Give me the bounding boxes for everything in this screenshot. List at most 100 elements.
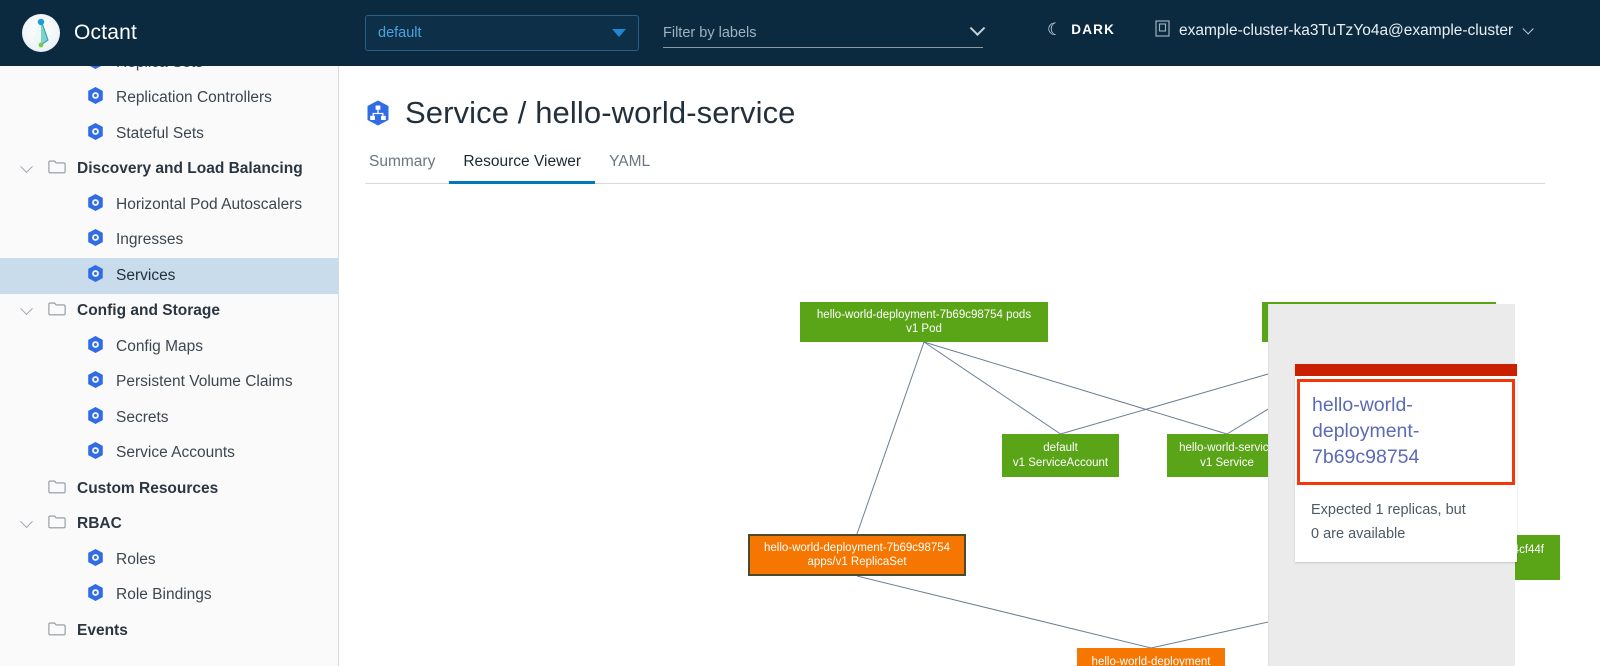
sidebar-item-label: Config and Storage — [77, 302, 220, 320]
graph-node-deploy[interactable]: hello-world-deploymentapps/v1 Deployment — [1077, 648, 1225, 666]
sidebar-item-events[interactable]: Events — [0, 613, 338, 649]
detail-body: Expected 1 replicas, but 0 are available — [1295, 485, 1517, 562]
tab-summary[interactable]: Summary — [369, 153, 436, 170]
tab-bar: Summary Resource Viewer YAML — [365, 152, 1545, 184]
tab-yaml[interactable]: YAML — [609, 153, 651, 170]
sidebar-item-label: Events — [77, 621, 128, 639]
detail-status-line-1: Expected 1 replicas, but — [1311, 502, 1466, 518]
sidebar-item-discovery-and-load-balancing[interactable]: Discovery and Load Balancing — [0, 152, 338, 188]
tab-resource-viewer[interactable]: Resource Viewer — [449, 153, 596, 184]
sidebar-item-label: Config Maps — [116, 337, 204, 355]
folder-icon — [48, 301, 77, 321]
k8s-replicaset-icon — [86, 66, 116, 75]
chevron-down-icon[interactable] — [20, 160, 33, 173]
sidebar-item-label: RBAC — [77, 515, 122, 533]
resource-graph: hello-world-deployment-7b69c98754 pods v1… — [339, 185, 1600, 666]
namespace-value: default — [378, 25, 422, 41]
chevron-down-icon — [969, 20, 986, 37]
folder-icon — [48, 514, 77, 534]
k8s-statefulset-icon — [86, 122, 116, 146]
brand[interactable]: Octant — [22, 14, 137, 52]
chevron-down-icon[interactable] — [20, 515, 33, 528]
chevron-down-icon[interactable] — [20, 302, 33, 315]
graph-node-rs1[interactable]: hello-world-deployment-7b69c98754 apps/v1… — [748, 534, 966, 576]
graph-node-name: hello-world-deployment-7b69c98754 — [763, 541, 951, 554]
sidebar-item-ingresses[interactable]: Ingresses — [0, 223, 338, 259]
sidebar-item-rbac[interactable]: RBAC — [0, 507, 338, 543]
sidebar-item-label: Persistent Volume Claims — [116, 373, 293, 391]
label-filter-placeholder: Filter by labels — [663, 24, 757, 41]
detail-title-box: hello-world-deployment-7b69c98754 — [1297, 379, 1515, 485]
sidebar-item-label: Discovery and Load Balancing — [77, 160, 303, 178]
sidebar-item-persistent-volume-claims[interactable]: Persistent Volume Claims — [0, 365, 338, 401]
sidebar-item-custom-resources[interactable]: Custom Resources — [0, 471, 338, 507]
sidebar-item-config-maps[interactable]: Config Maps — [0, 329, 338, 365]
error-status-bar — [1295, 364, 1517, 376]
sidebar-item-role-bindings[interactable]: Role Bindings — [0, 578, 338, 614]
caret-down-icon — [612, 29, 626, 37]
main-content: Service / hello-world-service Summary Re… — [339, 66, 1600, 666]
moon-icon: ☾ — [1047, 20, 1063, 39]
sidebar-item-stateful-sets[interactable]: Stateful Sets — [0, 116, 338, 152]
label-filter-input[interactable]: Filter by labels — [663, 18, 986, 48]
graph-edge — [923, 341, 1228, 435]
graph-node-name: hello-world-deployment-7b69c98754 pods — [816, 308, 1032, 321]
folder-icon — [48, 621, 77, 641]
detail-panel: hello-world-deployment-7b69c98754 Expect… — [1268, 304, 1517, 666]
graph-node-kind: v1 ServiceAccount — [1012, 456, 1109, 469]
graph-node-kind: v1 Pod — [906, 323, 942, 335]
octant-logo — [22, 14, 60, 52]
sidebar-item-service-accounts[interactable]: Service Accounts — [0, 436, 338, 472]
sidebar-item-label: Service Accounts — [116, 444, 235, 462]
sidebar-item-replica-sets[interactable]: Replica Sets — [0, 66, 338, 81]
sidebar-item-replication-controllers[interactable]: Replication Controllers — [0, 81, 338, 117]
page-title: Service / hello-world-service — [364, 95, 1600, 131]
graph-edge — [923, 341, 1061, 435]
k8s-ingress-icon — [86, 228, 116, 252]
namespace-select[interactable]: default — [365, 15, 639, 51]
k8s-service-icon — [364, 99, 392, 127]
cluster-name: example-cluster-ka3TuTzYo4a@example-clus… — [1179, 22, 1514, 39]
graph-node-name: default — [1043, 442, 1078, 454]
graph-node-pod1[interactable]: hello-world-deployment-7b69c98754 pods v1… — [800, 302, 1048, 342]
sidebar-item-label: Custom Resources — [77, 479, 219, 497]
folder-icon — [48, 479, 77, 499]
detail-title-link[interactable]: hello-world-deployment-7b69c98754 — [1312, 394, 1420, 468]
k8s-rolebinding-icon — [86, 583, 116, 607]
cluster-selector[interactable]: example-cluster-ka3TuTzYo4a@example-clus… — [1155, 20, 1534, 42]
detail-status-line-2: 0 are available — [1311, 526, 1406, 542]
k8s-replicationcontroller-icon — [86, 86, 116, 110]
graph-node-sa[interactable]: default v1 ServiceAccount — [1002, 434, 1119, 477]
sidebar-item-label: Ingresses — [116, 231, 184, 249]
brand-name: Octant — [74, 21, 138, 44]
graph-node-kind: v1 Service — [1200, 456, 1254, 469]
k8s-service-icon — [86, 264, 116, 288]
sidebar-item-label: Role Bindings — [116, 586, 212, 604]
detail-card: hello-world-deployment-7b69c98754 Expect… — [1295, 364, 1517, 562]
k8s-role-icon — [86, 548, 116, 572]
folder-icon — [48, 159, 77, 179]
k8s-serviceaccount-icon — [86, 441, 116, 465]
sidebar-item-label: Replication Controllers — [116, 89, 272, 107]
k8s-pvc-icon — [86, 370, 116, 394]
graph-edge — [856, 575, 1152, 649]
sidebar-item-label: Roles — [116, 550, 156, 568]
k8s-hpa-icon — [86, 193, 116, 217]
sidebar-item-services[interactable]: Services — [0, 258, 338, 294]
sidebar-item-label: Stateful Sets — [116, 124, 204, 142]
dark-mode-label: DARK — [1071, 22, 1116, 37]
k8s-secret-icon — [86, 406, 116, 430]
chevron-down-icon — [1522, 23, 1534, 35]
dark-mode-toggle[interactable]: ☾ DARK — [1047, 21, 1115, 38]
graph-node-name: hello-world-deployment — [1091, 655, 1211, 666]
sidebar-item-secrets[interactable]: Secrets — [0, 400, 338, 436]
graph-node-kind: apps/v1 ReplicaSet — [807, 556, 907, 568]
page-title-text: Service / hello-world-service — [405, 95, 796, 130]
cluster-icon — [1155, 20, 1170, 42]
sidebar-item-label: Secrets — [116, 408, 169, 426]
sidebar-item-roles[interactable]: Roles — [0, 542, 338, 578]
sidebar-item-config-and-storage[interactable]: Config and Storage — [0, 294, 338, 330]
sidebar-item-horizontal-pod-autoscalers[interactable]: Horizontal Pod Autoscalers — [0, 187, 338, 223]
k8s-configmap-icon — [86, 335, 116, 359]
